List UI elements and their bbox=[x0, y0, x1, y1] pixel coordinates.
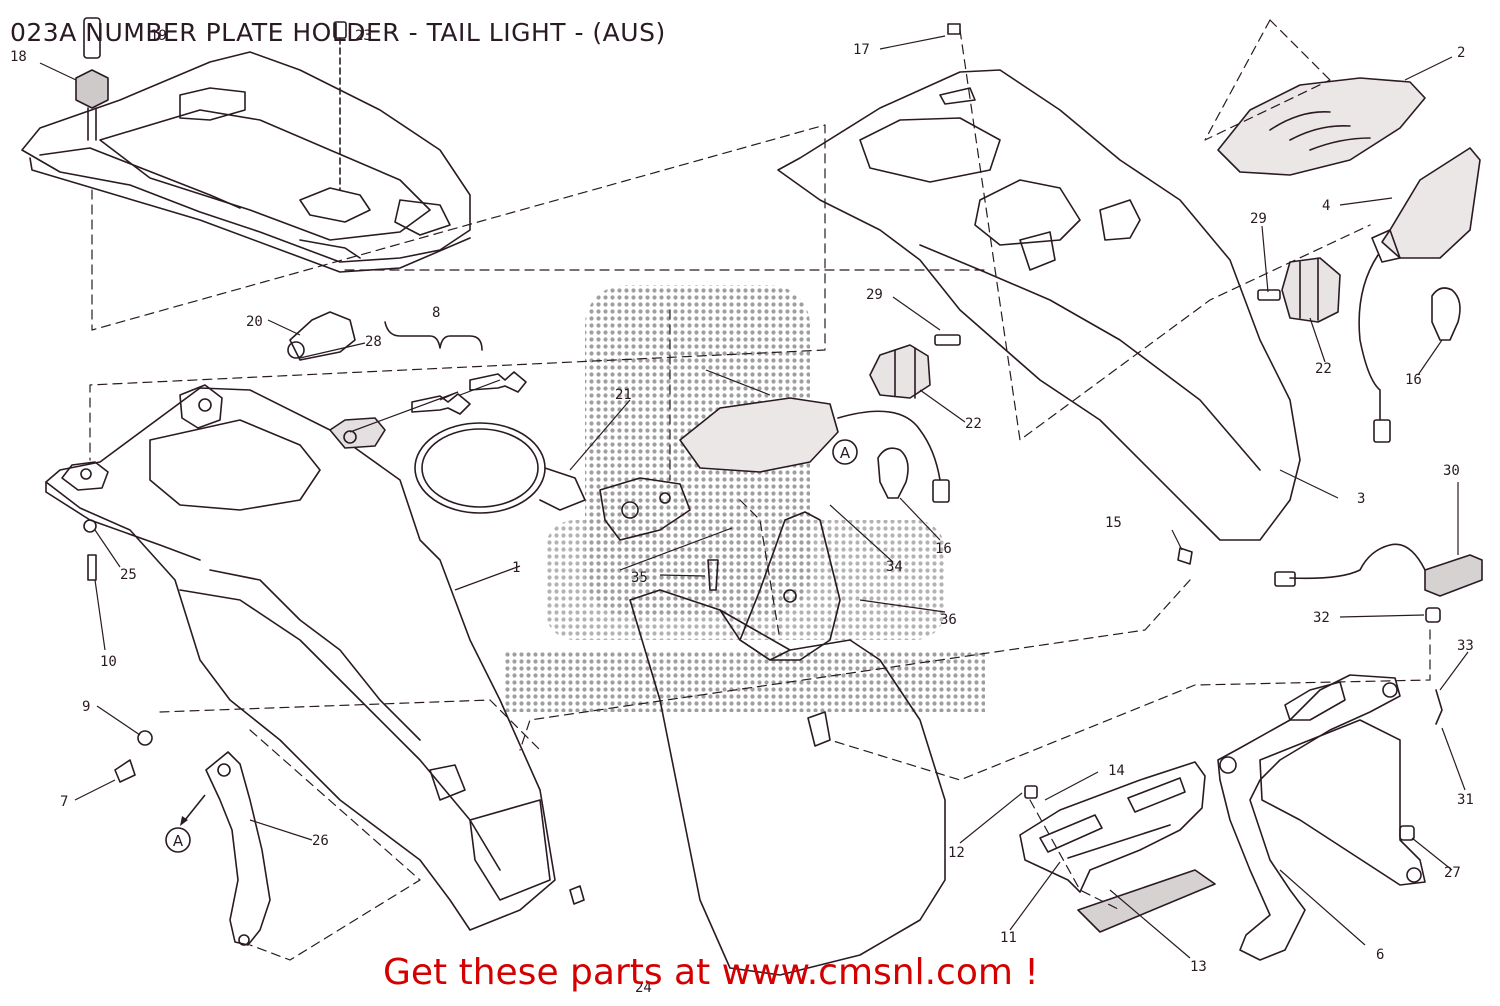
part-label-13: 13 bbox=[1190, 959, 1207, 975]
part-label-36: 36 bbox=[940, 612, 957, 628]
part-label-3: 3 bbox=[1357, 491, 1365, 507]
leader-lines bbox=[39, 35, 1469, 959]
part-label-31: 31 bbox=[1457, 792, 1474, 808]
part-22-grommet-right bbox=[1257, 257, 1341, 323]
part-4-indicator bbox=[1358, 147, 1481, 443]
part-label-19: 19 bbox=[150, 28, 167, 44]
footer-link-text[interactable]: Get these parts at www.cmsnl.com ! bbox=[383, 952, 1039, 993]
part-label-10: 10 bbox=[100, 654, 117, 670]
part-label-35: 35 bbox=[631, 570, 648, 586]
part-21-cable bbox=[414, 422, 586, 514]
part-20-latch bbox=[287, 311, 356, 361]
part-label-6: 6 bbox=[1376, 947, 1384, 963]
svg-text:A: A bbox=[173, 832, 184, 850]
part-22-grommet-center bbox=[869, 334, 961, 399]
part-label-8: 8 bbox=[432, 305, 440, 321]
part-label-20: 20 bbox=[246, 314, 263, 330]
part-11-plate bbox=[1019, 761, 1206, 893]
part-label-25: 25 bbox=[120, 567, 137, 583]
part-label-11: 11 bbox=[1000, 930, 1017, 946]
small-fasteners bbox=[83, 23, 1443, 905]
part-label-22: 22 bbox=[1315, 361, 1332, 377]
part-label-17: 17 bbox=[853, 42, 870, 58]
part-1-plate-holder bbox=[45, 384, 556, 931]
part-label-2: 2 bbox=[1457, 45, 1465, 61]
part-label-9: 9 bbox=[82, 699, 90, 715]
part-5-indicator-left bbox=[679, 397, 950, 503]
part-label-14: 14 bbox=[1108, 763, 1125, 779]
part-labels: 1 2 3 4 6 7 8 9 10 11 12 13 14 15 16 16 … bbox=[10, 28, 1474, 996]
part-label-27: 27 bbox=[1444, 865, 1461, 881]
part-label-26: 26 bbox=[312, 833, 329, 849]
part-label-7: 7 bbox=[60, 794, 68, 810]
part-label-15: 15 bbox=[1105, 515, 1122, 531]
part-label-12: 12 bbox=[948, 845, 965, 861]
part-label-29b: 29 bbox=[1250, 211, 1267, 227]
part-label-34: 34 bbox=[886, 559, 903, 575]
part-label-29: 29 bbox=[866, 287, 883, 303]
part-2-tail-lens bbox=[1217, 77, 1426, 176]
seat-tray-part bbox=[21, 51, 471, 273]
view-ref-a-left: A bbox=[165, 794, 206, 853]
part-label-16: 16 bbox=[1405, 372, 1422, 388]
part-label-21: 21 bbox=[615, 387, 632, 403]
part-26-bracket bbox=[205, 751, 271, 946]
part-6-plate-bracket bbox=[1217, 674, 1426, 961]
part-13-reflector bbox=[1077, 869, 1216, 933]
part-label-28: 28 bbox=[365, 334, 382, 350]
part-16-bulb-right bbox=[1431, 287, 1461, 341]
page-title: 023A NUMBER PLATE HOLDER - TAIL LIGHT - … bbox=[10, 18, 666, 47]
part-label-4: 4 bbox=[1322, 198, 1330, 214]
part-label-16b: 16 bbox=[935, 541, 952, 557]
part-36-plate-panel bbox=[629, 511, 946, 976]
part-23-bolt bbox=[333, 21, 347, 191]
part-label-23: 23 bbox=[355, 28, 372, 44]
part-label-1: 1 bbox=[512, 560, 520, 576]
part-label-22b: 22 bbox=[965, 416, 982, 432]
assembly-lines bbox=[89, 19, 1431, 961]
part-16-bulb-center bbox=[877, 447, 909, 499]
part-3-tail-light-housing bbox=[777, 69, 1301, 541]
part-8-lock-keys bbox=[329, 321, 527, 449]
part-30-plate-light bbox=[1274, 543, 1483, 597]
svg-text:A: A bbox=[840, 444, 851, 462]
part-label-24: 24 bbox=[635, 980, 652, 996]
part-label-30: 30 bbox=[1443, 463, 1460, 479]
view-ref-a-center: A bbox=[832, 439, 858, 465]
part-label-18: 18 bbox=[10, 49, 27, 65]
part-label-32: 32 bbox=[1313, 610, 1330, 626]
part-18-bolt bbox=[75, 17, 109, 141]
part-label-33: 33 bbox=[1457, 638, 1474, 654]
lock-mechanism bbox=[599, 477, 691, 541]
